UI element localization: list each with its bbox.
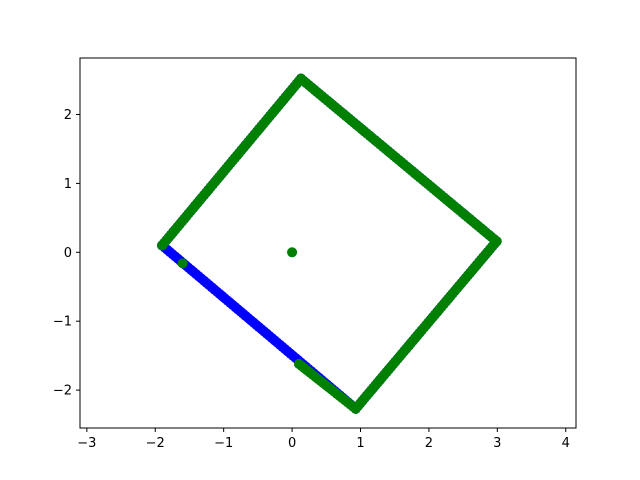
x-axis: −3 −2 −1 0 1 2 3 4 [77, 428, 570, 451]
chart-marks [157, 73, 502, 414]
x-tick-label: −1 [214, 436, 233, 451]
x-tick-label: 4 [562, 436, 570, 451]
x-tick-label: 1 [356, 436, 364, 451]
series-2-point [177, 258, 188, 269]
y-axis: −2 −1 0 1 2 [53, 108, 80, 399]
series-2-point [293, 358, 304, 369]
x-tick-label: −2 [146, 436, 165, 451]
y-tick-label: 0 [64, 246, 72, 261]
plot-frame [79, 57, 577, 429]
series-2-point [157, 240, 168, 251]
series-2-point [287, 247, 298, 258]
y-tick-label: 2 [64, 108, 72, 123]
x-tick-label: 2 [425, 436, 433, 451]
x-tick-label: 3 [493, 436, 501, 451]
x-tick-label: −3 [77, 436, 96, 451]
y-tick-label: −1 [53, 315, 72, 330]
y-tick-label: 1 [64, 177, 72, 192]
x-tick-label: 0 [288, 436, 296, 451]
y-tick-label: −2 [53, 384, 72, 399]
